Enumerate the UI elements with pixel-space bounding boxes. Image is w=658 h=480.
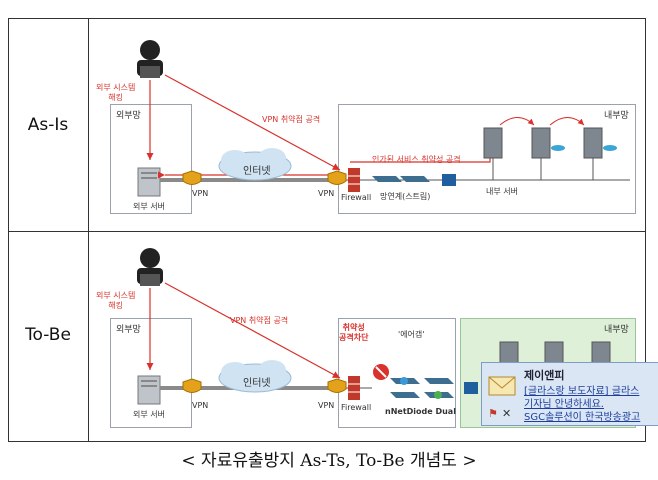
tobe-diode-label: nNetDiode Dual <box>385 407 456 416</box>
tobe-internet-cloud-icon <box>218 360 292 393</box>
tobe-firewall-label: Firewall <box>341 403 372 412</box>
asis-internet-label: 인터넷 <box>243 166 271 177</box>
asis-inner-servers-icon <box>470 117 630 181</box>
tobe-inner-zone-label: 내부망 <box>604 325 629 335</box>
tobe-vpn-left-icon <box>182 378 202 393</box>
popup-line-3[interactable]: SGC솔루션이 한국방송광고 <box>524 412 641 423</box>
popup-line-2[interactable]: 기자님 안녕하세요. <box>524 399 604 410</box>
tobe-vpn-attack-label: VPN 취약점 공격 <box>230 316 289 325</box>
tobe-block-icon <box>373 364 389 380</box>
tobe-block-label: 취약성 공격차단 <box>339 323 369 342</box>
asis-outer-server-label: 외부 서버 <box>133 202 165 211</box>
asis-firewall-icon <box>348 168 360 192</box>
asis-gateway-label: 망연계(스트림) <box>380 192 431 201</box>
tobe-internet-label: 인터넷 <box>243 378 271 389</box>
asis-vpn-left-icon <box>182 170 202 185</box>
asis-hacker-icon <box>137 40 163 78</box>
figure-caption: < 자료유출방지 As-Ts, To-Be 개념도 > <box>181 451 477 471</box>
row-label-to-be: To-Be <box>25 325 71 345</box>
tobe-vpn-right-label: VPN <box>318 401 335 410</box>
asis-outer-zone-label: 외부망 <box>116 111 141 121</box>
asis-gateway-icon <box>372 174 456 186</box>
close-icon[interactable]: ✕ <box>502 407 512 420</box>
asis-internet-cloud-icon <box>218 148 292 181</box>
diagram-frame <box>8 18 646 442</box>
asis-inner-zone <box>338 104 636 214</box>
asis-vpn-attack-label: VPN 취약점 공격 <box>262 115 321 124</box>
asis-vpn-right-icon <box>327 170 347 185</box>
tobe-airgap-label: '에어갭' <box>398 330 425 339</box>
popup-title: 제이앤피 <box>524 369 565 382</box>
mail-envelope-icon <box>488 376 516 396</box>
tobe-vpn-left-label: VPN <box>192 401 209 410</box>
asis-inner-server-label: 내부 서버 <box>486 187 518 196</box>
asis-outer-server-icon <box>137 167 161 197</box>
asis-vpn-left-label: VPN <box>192 189 209 198</box>
tobe-hack-label: 외부 시스템 해킹 <box>96 291 136 310</box>
tobe-hacker-icon <box>137 248 163 286</box>
asis-vpn-right-label: VPN <box>318 189 335 198</box>
column-divider <box>88 18 89 441</box>
asis-inner-zone-label: 내부망 <box>604 111 629 121</box>
tobe-firewall-icon <box>348 376 360 400</box>
tobe-vpn-right-icon <box>327 378 347 393</box>
row-label-as-is: As-Is <box>27 115 69 135</box>
tobe-outer-server-icon <box>137 375 161 405</box>
tobe-outer-server-label: 외부 서버 <box>133 410 165 419</box>
flag-icon[interactable]: ⚑ <box>488 407 498 420</box>
popup-line-1[interactable]: [글라스랑 보도자료] 글라스 <box>524 386 640 397</box>
tobe-outer-zone-label: 외부망 <box>116 325 141 335</box>
asis-service-attack-label: 인가된 서비스 취약성 공격 <box>372 155 461 164</box>
row-divider <box>8 231 645 232</box>
tobe-diode-icon <box>390 377 478 399</box>
asis-hack-label: 외부 시스템 해킹 <box>96 83 136 102</box>
mail-notification-popup[interactable]: ⚑ ✕ 제이앤피 [글라스랑 보도자료] 글라스 기자님 안녕하세요. SGC솔… <box>481 362 658 426</box>
asis-firewall-label: Firewall <box>341 193 372 202</box>
